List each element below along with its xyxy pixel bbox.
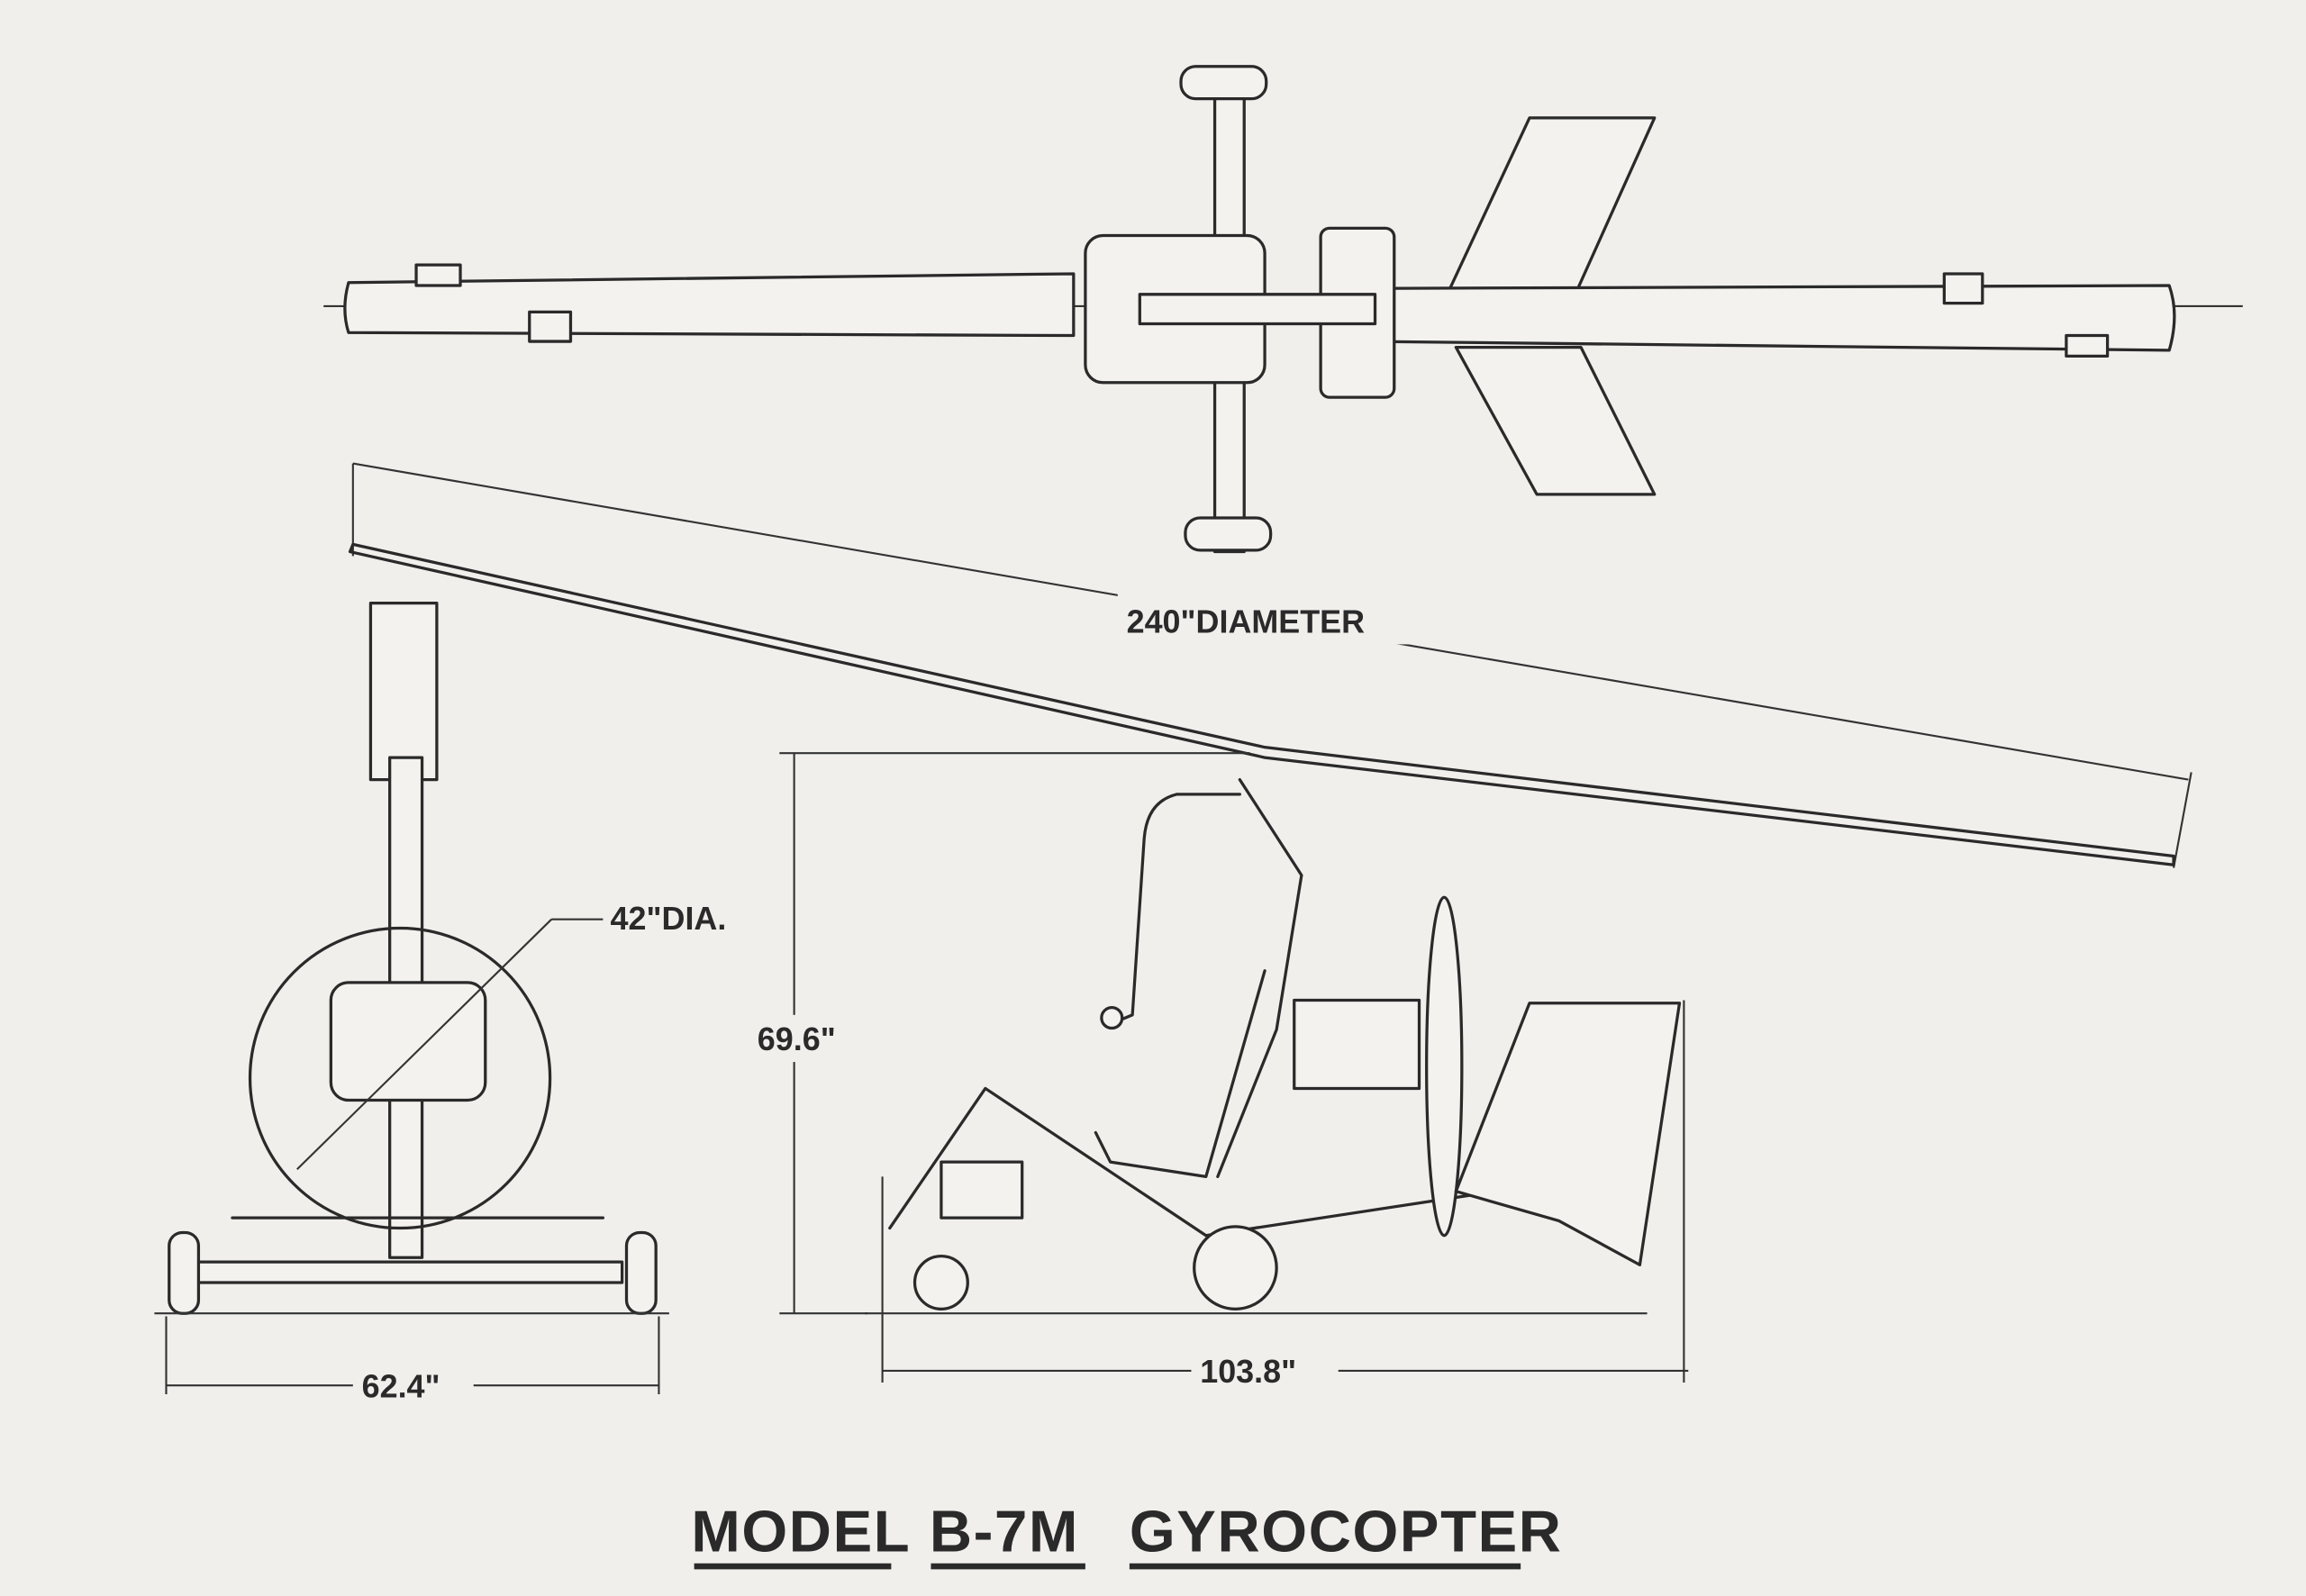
battery-box — [940, 1160, 1024, 1220]
length-label: 103.8" — [1200, 1353, 1296, 1390]
wheel-bottom — [1184, 516, 1273, 552]
stick-grip — [1100, 1006, 1124, 1030]
top-view — [323, 65, 2243, 554]
seat-front — [329, 981, 487, 1102]
axle-front — [194, 1260, 624, 1284]
tail-fin-lower — [1454, 345, 1657, 496]
seat — [1094, 969, 1266, 1179]
front-view: 42"DIA. — [154, 602, 727, 1315]
rotor-diameter-label: 240"DIAMETER — [1127, 603, 1366, 639]
title-type: GYROCOPTER — [1130, 1499, 1563, 1564]
blade-tab — [414, 263, 462, 287]
blade-tab — [2065, 333, 2110, 358]
prop-dia-leader — [296, 918, 552, 1171]
wheel-left — [168, 1230, 201, 1315]
rotor-blade-left — [343, 272, 1076, 338]
title-model: MODEL — [691, 1499, 911, 1564]
rotor-diameter-dimension: 240"DIAMETER — [351, 462, 2193, 868]
wheel-right — [624, 1230, 658, 1315]
hub — [1138, 293, 1377, 326]
engine-side — [1293, 998, 1421, 1091]
main-wheel — [1193, 1225, 1278, 1310]
blade-tab — [1942, 272, 1984, 305]
drawing-title: MODEL B-7M GYROCOPTER — [691, 1499, 1563, 1570]
tail-fin-upper — [1447, 116, 1657, 294]
height-dimension: 69.6" — [749, 752, 1250, 1315]
control-stick — [1112, 793, 1241, 1024]
mast-front — [368, 602, 439, 782]
prop-diameter-label: 42"DIA. — [611, 900, 727, 937]
rotor-blade-side — [348, 542, 2175, 866]
propeller-disk — [248, 926, 552, 1230]
rudder — [1454, 1002, 1682, 1266]
title-designation: B-7M — [930, 1499, 1079, 1564]
length-dimension: 103.8" — [881, 1000, 1689, 1392]
blade-tab — [528, 310, 573, 343]
side-view — [348, 542, 2175, 1315]
propeller — [1425, 895, 1464, 1238]
track-width-label: 62.4" — [362, 1367, 440, 1404]
height-label: 69.6" — [758, 1020, 836, 1057]
wheel-top — [1179, 65, 1268, 101]
mast — [1216, 777, 1303, 1179]
track-width-dimension: 62.4" — [165, 1316, 660, 1407]
rotor-blade-right — [1366, 284, 2176, 352]
nose-wheel — [912, 1254, 969, 1310]
